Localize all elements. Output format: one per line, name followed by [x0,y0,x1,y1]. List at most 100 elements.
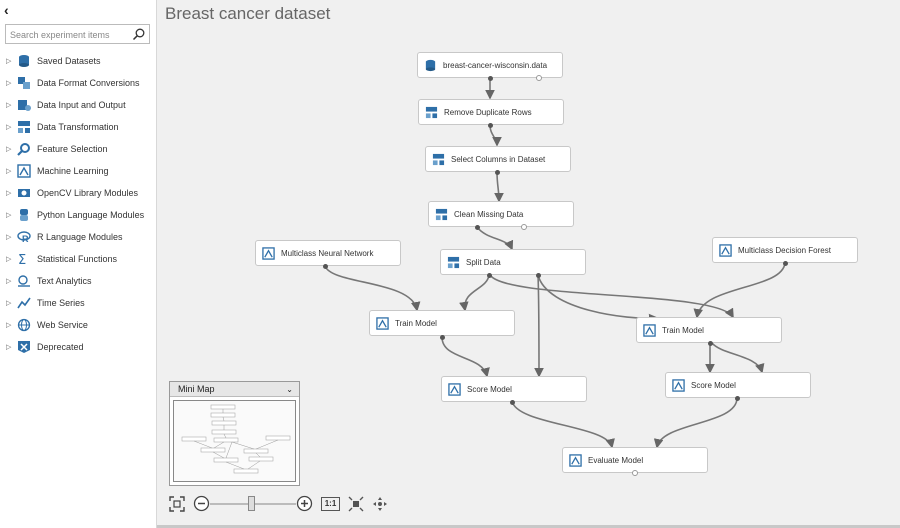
ml-icon [17,164,31,178]
transform-icon [425,106,438,118]
mini-map[interactable]: Mini Map ⌄ [169,381,300,486]
output-port[interactable] [475,225,480,230]
auto-layout-icon[interactable] [348,496,364,512]
output-port[interactable] [440,335,445,340]
output-port[interactable] [488,76,493,81]
globe-icon [17,318,31,332]
output-port-unconnected[interactable] [521,224,527,230]
palette-item-web-service[interactable]: ▷ Web Service [0,314,157,336]
expand-caret-icon[interactable]: ▷ [6,58,12,65]
palette-item-text-analytics[interactable]: ▷ Text Analytics [0,270,157,292]
palette-item-opencv[interactable]: ▷ OpenCV Library Modules [0,182,157,204]
palette-item-python[interactable]: ▷ Python Language Modules [0,204,157,226]
palette-item-label: Text Analytics [37,276,92,286]
output-port[interactable] [323,264,328,269]
ml-icon [448,382,461,396]
expand-caret-icon[interactable]: ▷ [6,190,12,197]
chart-icon [17,297,31,309]
ml-icon [569,453,582,467]
module-score-model-1[interactable]: Score Model [441,376,587,402]
expand-caret-icon[interactable]: ▷ [6,168,12,175]
expand-caret-icon[interactable]: ▷ [6,234,12,241]
palette-item-feature-selection[interactable]: ▷ Feature Selection [0,138,157,160]
edge-train1-score1 [441,336,490,378]
output-port[interactable] [708,341,713,346]
expand-caret-icon[interactable]: ▷ [6,322,12,329]
search-box[interactable] [5,24,150,44]
output-port[interactable] [487,273,492,278]
transform-icon [435,208,448,220]
collapse-palette-button[interactable]: ‹ [4,2,9,18]
dataset-icon [19,55,29,67]
svg-text:R: R [22,234,29,244]
module-dataset[interactable]: breast-cancer-wisconsin.data [417,52,563,78]
palette-item-label: Deprecated [37,342,84,352]
module-train-model-2[interactable]: Train Model [636,317,782,343]
expand-caret-icon[interactable]: ▷ [6,124,12,131]
palette-item-machine-learning[interactable]: ▷ Machine Learning [0,160,157,182]
palette-item-r-language[interactable]: ▷ R R Language Modules [0,226,157,248]
output-port[interactable] [495,170,500,175]
fit-to-screen-icon[interactable] [169,496,185,512]
pan-icon[interactable] [372,496,388,512]
module-clean-missing-data[interactable]: Clean Missing Data [428,201,574,227]
edge-df-train2 [693,262,786,319]
expand-caret-icon[interactable]: ▷ [6,80,12,87]
palette-item-label: Feature Selection [37,144,108,154]
mini-map-title: Mini Map [178,384,215,394]
output-port[interactable] [536,273,541,278]
mini-map-header[interactable]: Mini Map ⌄ [170,382,299,397]
module-remove-duplicate-rows[interactable]: Remove Duplicate Rows [418,99,564,125]
search-icon[interactable] [132,27,146,41]
module-select-columns[interactable]: Select Columns in Dataset [425,146,571,172]
expand-caret-icon[interactable]: ▷ [6,146,12,153]
module-score-model-2[interactable]: Score Model [665,372,811,398]
module-multiclass-neural-network[interactable]: Multiclass Neural Network [255,240,401,266]
output-port[interactable] [488,123,493,128]
palette-item-data-transformation[interactable]: ▷ Data Transformation [0,116,157,138]
palette-item-label: Data Transformation [37,122,119,132]
palette-item-data-format-conversions[interactable]: ▷ Data Format Conversions [0,72,157,94]
palette-item-label: OpenCV Library Modules [37,188,139,198]
output-port[interactable] [735,396,740,401]
module-label: Clean Missing Data [454,209,524,219]
search-input[interactable] [6,26,126,44]
zoom-out-icon[interactable] [193,495,210,512]
mini-map-viewport[interactable] [173,400,296,482]
edge-split-train2 [489,274,734,319]
palette-item-label: Python Language Modules [37,210,145,220]
module-train-model-1[interactable]: Train Model [369,310,515,336]
expand-caret-icon[interactable]: ▷ [6,344,12,351]
chevron-down-icon[interactable]: ⌄ [286,385,293,394]
edge-score1-evaluate [511,400,615,449]
expand-caret-icon[interactable]: ▷ [6,102,12,109]
output-port[interactable] [510,400,515,405]
module-split-data[interactable]: Split Data [440,249,586,275]
actual-size-button[interactable]: 1:1 [321,497,340,511]
module-label: Select Columns in Dataset [451,154,546,164]
edge-nn-train1 [324,265,421,312]
edge-clean-split [476,226,514,251]
module-label: Score Model [691,380,736,390]
output-port-unconnected[interactable] [632,470,638,476]
palette-item-label: Data Input and Output [37,100,126,110]
palette-item-data-input-output[interactable]: ▷ Data Input and Output [0,94,157,116]
palette-item-time-series[interactable]: ▷ Time Series [0,292,157,314]
expand-caret-icon[interactable]: ▷ [6,256,12,263]
output-port-unconnected[interactable] [536,75,542,81]
zoom-slider-thumb[interactable] [248,496,255,511]
expand-caret-icon[interactable]: ▷ [6,278,12,285]
palette-item-saved-datasets[interactable]: ▷ Saved Datasets [0,50,157,72]
ml-icon [376,316,389,330]
dataset-icon [425,59,436,71]
palette-item-statistical-functions[interactable]: ▷ Σ Statistical Functions [0,248,157,270]
experiment-title[interactable]: Breast cancer dataset [165,4,331,23]
palette-item-label: Web Service [37,320,88,330]
palette-item-deprecated[interactable]: ▷ Deprecated [0,336,157,358]
output-port[interactable] [783,261,788,266]
experiment-canvas[interactable]: Breast cancer dataset brea [157,0,900,528]
zoom-in-icon[interactable] [296,495,313,512]
expand-caret-icon[interactable]: ▷ [6,212,12,219]
module-multiclass-decision-forest[interactable]: Multiclass Decision Forest [712,237,858,263]
expand-caret-icon[interactable]: ▷ [6,300,12,307]
